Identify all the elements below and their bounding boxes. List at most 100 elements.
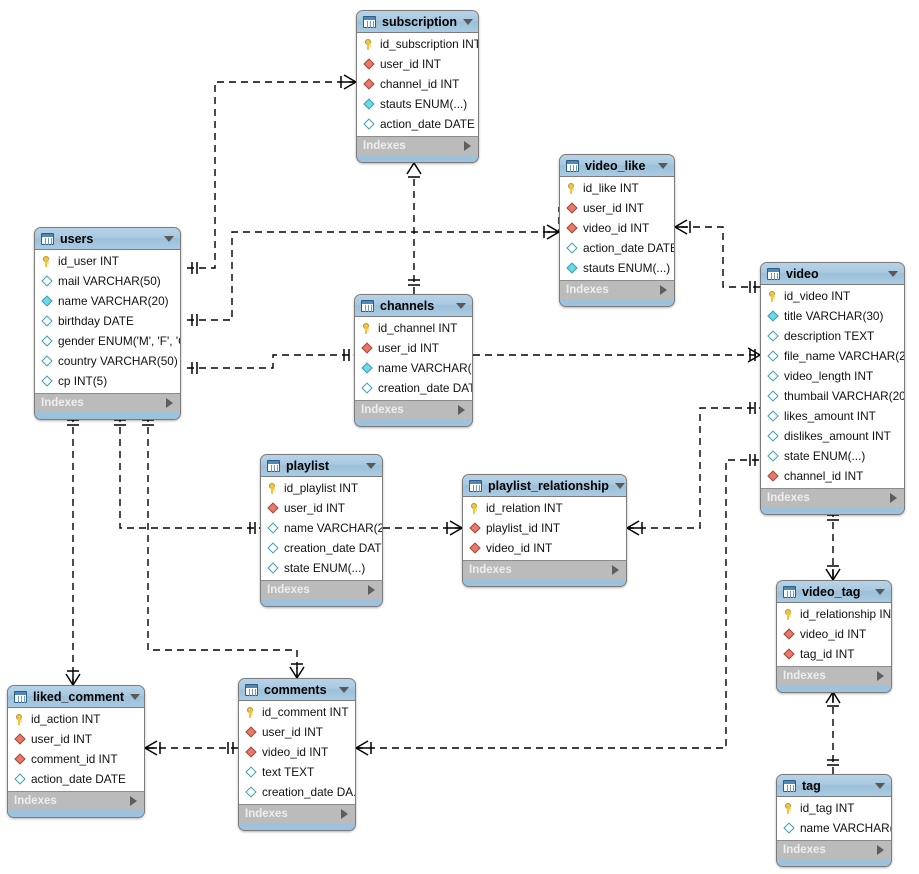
table-tag[interactable]: tag id_tag INT name VARCHAR(10) Indexes [776,774,892,867]
table-header[interactable]: channels [355,295,472,317]
chevron-down-icon[interactable] [614,482,625,489]
table-row[interactable]: action_date DATE [560,238,674,258]
chevron-down-icon[interactable] [888,270,898,277]
table-row[interactable]: user_id INT [357,54,478,74]
table-playlist-relationship[interactable]: playlist_relationship id_relation INT pl… [462,474,627,587]
table-row[interactable]: thumbail VARCHAR(20) [761,386,904,406]
table-header[interactable]: users [35,228,180,250]
table-row[interactable]: user_id INT [8,729,144,749]
chevron-down-icon[interactable] [164,235,174,242]
table-row[interactable]: id_relationship INT [777,604,891,624]
table-row[interactable]: user_id INT [560,198,674,218]
indexes-bar[interactable]: Indexes [761,488,904,507]
table-header[interactable]: video_tag [777,581,891,603]
table-row[interactable]: video_length INT [761,366,904,386]
table-header[interactable]: playlist_relationship [463,475,626,497]
expand-arrow-icon[interactable] [877,671,884,681]
table-row[interactable]: channel_id INT [761,466,904,486]
table-row[interactable]: action_date DATE [357,114,478,134]
table-video[interactable]: video id_video INT title VARCHAR(30) des… [760,262,905,515]
table-row[interactable]: user_id INT [355,338,472,358]
table-row[interactable]: name VARCHAR(20) [261,518,382,538]
table-row[interactable]: mail VARCHAR(50) [35,271,180,291]
table-row[interactable]: channel_id INT [357,74,478,94]
indexes-bar[interactable]: Indexes [261,580,382,599]
indexes-bar[interactable]: Indexes [239,804,355,823]
expand-arrow-icon[interactable] [612,565,619,575]
table-row[interactable]: creation_date DATE [261,538,382,558]
table-row[interactable]: action_date DATE [8,769,144,789]
expand-arrow-icon[interactable] [341,809,348,819]
table-row[interactable]: gender ENUM('M', 'F', 'O') [35,331,180,351]
table-row[interactable]: id_subscription INT [357,34,478,54]
expand-arrow-icon[interactable] [464,141,471,151]
table-row[interactable]: creation_date DA... [239,782,355,802]
table-row[interactable]: id_channel INT [355,318,472,338]
table-row[interactable]: stauts ENUM(...) [357,94,478,114]
table-row[interactable]: birthday DATE [35,311,180,331]
table-row[interactable]: video_id INT [777,624,891,644]
table-comments[interactable]: comments id_comment INT user_id INT vide… [238,678,356,831]
table-row[interactable]: description TEXT [761,326,904,346]
table-video-like[interactable]: video_like id_like INT user_id INT video… [559,154,675,307]
table-row[interactable]: id_user INT [35,251,180,271]
table-row[interactable]: name VARCHAR(20) [355,358,472,378]
table-row[interactable]: country VARCHAR(50) [35,351,180,371]
table-header[interactable]: subscription [357,11,478,33]
table-header[interactable]: video [761,263,904,285]
chevron-down-icon[interactable] [366,462,376,469]
table-row[interactable]: state ENUM(...) [761,446,904,466]
chevron-down-icon[interactable] [658,162,668,169]
indexes-bar[interactable]: Indexes [463,560,626,579]
table-row[interactable]: id_relation INT [463,498,626,518]
table-header[interactable]: video_like [560,155,674,177]
table-row[interactable]: title VARCHAR(30) [761,306,904,326]
table-subscription[interactable]: subscription id_subscription INT user_id… [356,10,479,163]
table-video-tag[interactable]: video_tag id_relationship INT video_id I… [776,580,892,693]
table-row[interactable]: video_id INT [463,538,626,558]
chevron-down-icon[interactable] [130,693,141,700]
table-row[interactable]: tag_id INT [777,644,891,664]
table-row[interactable]: likes_amount INT [761,406,904,426]
table-row[interactable]: id_tag INT [777,798,891,818]
indexes-bar[interactable]: Indexes [560,280,674,299]
indexes-bar[interactable]: Indexes [8,791,144,810]
table-row[interactable]: name VARCHAR(20) [35,291,180,311]
table-row[interactable]: id_video INT [761,286,904,306]
chevron-down-icon[interactable] [463,18,474,25]
table-header[interactable]: tag [777,775,891,797]
table-row[interactable]: dislikes_amount INT [761,426,904,446]
expand-arrow-icon[interactable] [166,398,173,408]
chevron-down-icon[interactable] [456,302,466,309]
table-row[interactable]: state ENUM(...) [261,558,382,578]
expand-arrow-icon[interactable] [660,285,667,295]
table-row[interactable]: text TEXT [239,762,355,782]
indexes-bar[interactable]: Indexes [355,400,472,419]
indexes-bar[interactable]: Indexes [777,666,891,685]
table-row[interactable]: id_playlist INT [261,478,382,498]
table-row[interactable]: video_id INT [239,742,355,762]
table-row[interactable]: video_id INT [560,218,674,238]
table-header[interactable]: playlist [261,455,382,477]
table-row[interactable]: stauts ENUM(...) [560,258,674,278]
table-row[interactable]: comment_id INT [8,749,144,769]
chevron-down-icon[interactable] [875,782,885,789]
table-row[interactable]: playlist_id INT [463,518,626,538]
indexes-bar[interactable]: Indexes [357,136,478,155]
table-channels[interactable]: channels id_channel INT user_id INT name… [354,294,473,427]
table-row[interactable]: cp INT(5) [35,371,180,391]
table-row[interactable]: creation_date DATE [355,378,472,398]
expand-arrow-icon[interactable] [877,845,884,855]
expand-arrow-icon[interactable] [130,796,137,806]
expand-arrow-icon[interactable] [890,493,897,503]
table-row[interactable]: id_comment INT [239,702,355,722]
table-playlist[interactable]: playlist id_playlist INT user_id INT nam… [260,454,383,607]
chevron-down-icon[interactable] [875,588,885,595]
chevron-down-icon[interactable] [339,686,349,693]
table-row[interactable]: user_id INT [239,722,355,742]
table-row[interactable]: file_name VARCHAR(25) [761,346,904,366]
table-liked-comment[interactable]: liked_comment id_action INT user_id INT … [7,685,145,818]
indexes-bar[interactable]: Indexes [35,393,180,412]
table-users[interactable]: users id_user INT mail VARCHAR(50) name … [34,227,181,420]
